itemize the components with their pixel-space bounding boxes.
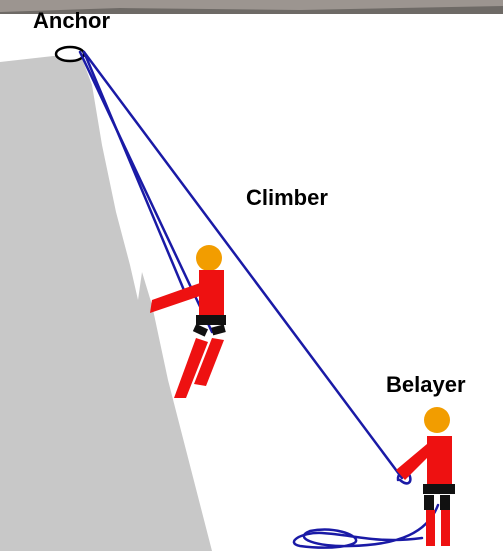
belayer-label: Belayer [386,372,466,397]
anchor-label: Anchor [33,8,110,33]
photo-strip-overlay [0,14,503,18]
climber-harness [192,323,209,337]
climber-harness [211,324,226,336]
belayer-leg [441,510,450,546]
belayer-figure [396,407,455,546]
belayer-torso [427,436,452,486]
belayer-head [424,407,450,433]
climber-label: Climber [246,185,328,210]
belayer-arm [396,444,427,480]
rope [78,50,440,549]
belayer-harness [440,495,450,510]
climber-arm [150,283,200,313]
belayer-harness [424,495,434,510]
belayer-harness [423,484,455,494]
climber-head [196,245,222,271]
rock-face [0,53,212,551]
photo-strip-light [0,0,503,12]
belayer-leg [426,510,435,546]
climber-torso [199,270,224,318]
climber-harness [196,315,226,325]
climber-leg [174,338,208,398]
climber-leg [194,338,224,386]
climber-figure [150,245,226,398]
